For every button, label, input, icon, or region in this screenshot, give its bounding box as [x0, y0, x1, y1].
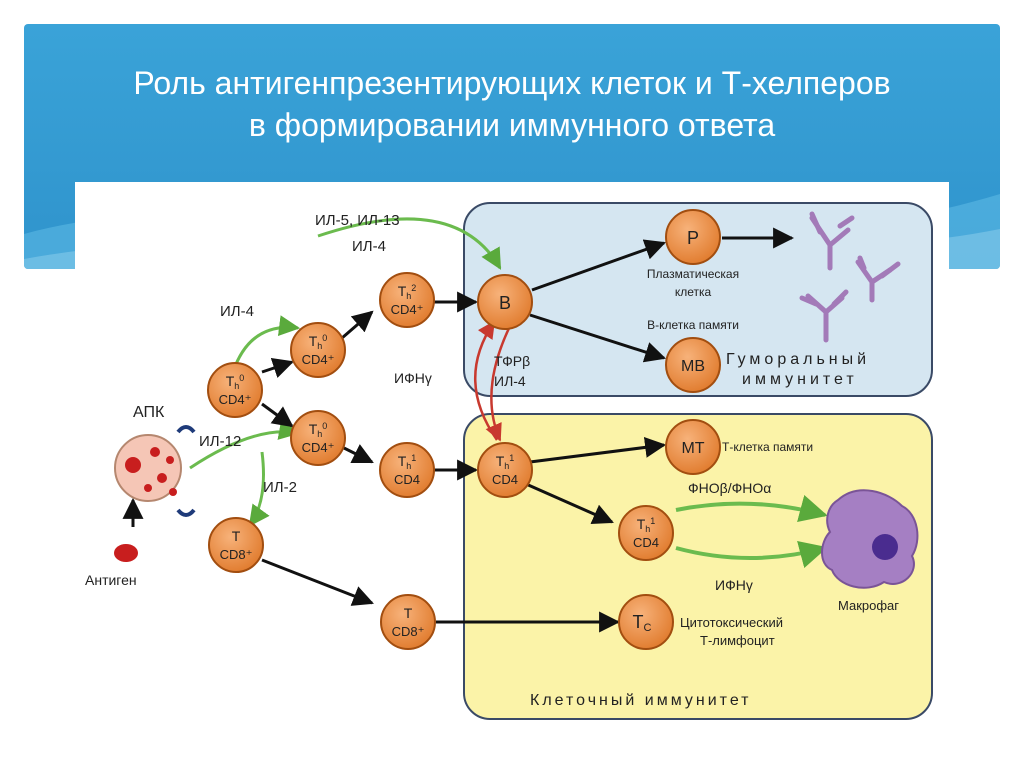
- svg-text:Th1: Th1: [398, 453, 417, 471]
- arrow-th0-to-th0-lower: [261, 402, 294, 428]
- antibody-icon: [855, 255, 901, 303]
- svg-text:CD4: CD4: [492, 472, 518, 487]
- label-ctl-line1: Цитотоксический: [680, 615, 783, 630]
- label-tnf: ФНОβ/ФНОα: [688, 480, 771, 496]
- svg-text:CD4⁺: CD4⁺: [219, 392, 252, 407]
- svg-text:Th2: Th2: [398, 283, 417, 301]
- antigen-presenting-cell: [114, 425, 196, 517]
- cell-t-cd8-a: T CD8⁺: [208, 517, 264, 573]
- svg-text:Th0: Th0: [226, 373, 245, 391]
- cell-plasma-p: P: [665, 209, 721, 265]
- label-memory-b: В-клетка памяти: [647, 318, 739, 332]
- slide-title-line-2: в формировании иммунного ответа: [248, 107, 776, 143]
- antigen-particle: [114, 544, 138, 562]
- svg-text:CD8⁺: CD8⁺: [392, 624, 425, 639]
- cellular-panel: [463, 413, 933, 720]
- green-arrow-il2-to-tcd8: [248, 451, 270, 527]
- arrow-th0-to-th1: [343, 444, 374, 464]
- green-arrow-tnf-to-macrophage: [675, 494, 828, 523]
- cell-th1-effector: Th1 CD4: [618, 505, 674, 561]
- label-memory-t: Т-клетка памяти: [722, 440, 813, 454]
- cell-th0-a: Th0 CD4⁺: [207, 362, 263, 418]
- svg-text:P: P: [687, 228, 699, 248]
- svg-text:CD4: CD4: [394, 472, 420, 487]
- label-il4-left: ИЛ-4: [220, 303, 254, 320]
- svg-text:Th0: Th0: [309, 421, 328, 439]
- svg-text:T: T: [404, 605, 413, 621]
- label-macrophage: Макрофаг: [838, 598, 899, 613]
- cell-th0-b: Th0 CD4⁺: [290, 322, 346, 378]
- svg-text:Th0: Th0: [309, 333, 328, 351]
- slide-title-line-1: Роль антигенпрезентирующих клеток и Т-хе…: [133, 65, 891, 101]
- svg-text:TC: TC: [633, 612, 652, 634]
- arrow-tcd8-to-tcd8: [261, 558, 374, 606]
- green-arrow-il12-to-th0: [189, 419, 301, 470]
- label-il4-top: ИЛ-4: [352, 238, 386, 255]
- cell-th2: Th2 CD4⁺: [379, 272, 435, 328]
- arrow-b-to-plasma: [531, 239, 666, 292]
- cell-th0-c: Th0 CD4⁺: [290, 410, 346, 466]
- label-plasma-line1: Плазматическая: [647, 267, 739, 281]
- label-il2: ИЛ-2: [263, 479, 297, 496]
- cell-t-cd8-b: T CD8⁺: [380, 594, 436, 650]
- svg-text:CD4⁺: CD4⁺: [302, 440, 335, 455]
- svg-text:Th1: Th1: [496, 453, 515, 471]
- label-antigen: Антиген: [85, 572, 137, 588]
- arrow-th1-to-memory-t: [529, 436, 667, 464]
- macrophage-icon: [821, 489, 919, 589]
- arrow-th1-to-th1-effector: [525, 482, 614, 524]
- svg-text:CD4⁺: CD4⁺: [391, 302, 424, 317]
- svg-text:T: T: [232, 528, 241, 544]
- label-il12: ИЛ-12: [199, 433, 241, 450]
- label-ifn-left: ИФНγ: [394, 370, 432, 386]
- cell-memory-b: MB: [665, 337, 721, 393]
- svg-text:CD4: CD4: [633, 535, 659, 550]
- label-humoral-line1: Гуморальный: [726, 351, 870, 368]
- label-il4-mid: ИЛ-4: [494, 373, 526, 389]
- svg-text:MT: MT: [681, 440, 704, 457]
- svg-text:CD4⁺: CD4⁺: [302, 352, 335, 367]
- svg-text:Th1: Th1: [637, 516, 656, 534]
- cell-memory-t: MT: [665, 419, 721, 475]
- cell-b: B: [477, 274, 533, 330]
- slide-title: Роль антигенпрезентирующих клеток и Т-хе…: [24, 62, 1000, 146]
- cell-th1-a: Th1 CD4: [379, 442, 435, 498]
- red-arrow-b-to-th1: [485, 321, 514, 442]
- label-il5-il13: ИЛ-5, ИЛ-13: [315, 212, 400, 229]
- label-cellular: Клеточный иммунитет: [530, 692, 752, 709]
- arrow-th0-to-th2: [341, 310, 374, 340]
- svg-text:B: B: [499, 293, 511, 313]
- arrow-b-to-memory-b: [529, 313, 666, 363]
- antibody-icon: [799, 289, 849, 343]
- label-ifn-right: ИФНγ: [715, 577, 753, 593]
- cell-cytotoxic-tc: TC: [618, 594, 674, 650]
- arrow-th0-to-th0-upper: [261, 358, 294, 378]
- label-plasma-line2: клетка: [675, 285, 712, 299]
- label-apk: АПК: [133, 404, 165, 421]
- label-ctl-line2: Т-лимфоцит: [700, 633, 775, 648]
- label-tgf: ТФРβ: [494, 353, 530, 369]
- cell-th1-b: Th1 CD4: [477, 442, 533, 498]
- green-arrow-ifn-to-macrophage: [675, 540, 828, 569]
- label-humoral-line2: иммунитет: [742, 371, 858, 388]
- green-arrow-il5-to-b: [317, 217, 502, 270]
- antibody-icon: [809, 211, 855, 271]
- svg-text:MB: MB: [681, 358, 705, 375]
- svg-text:CD8⁺: CD8⁺: [220, 547, 253, 562]
